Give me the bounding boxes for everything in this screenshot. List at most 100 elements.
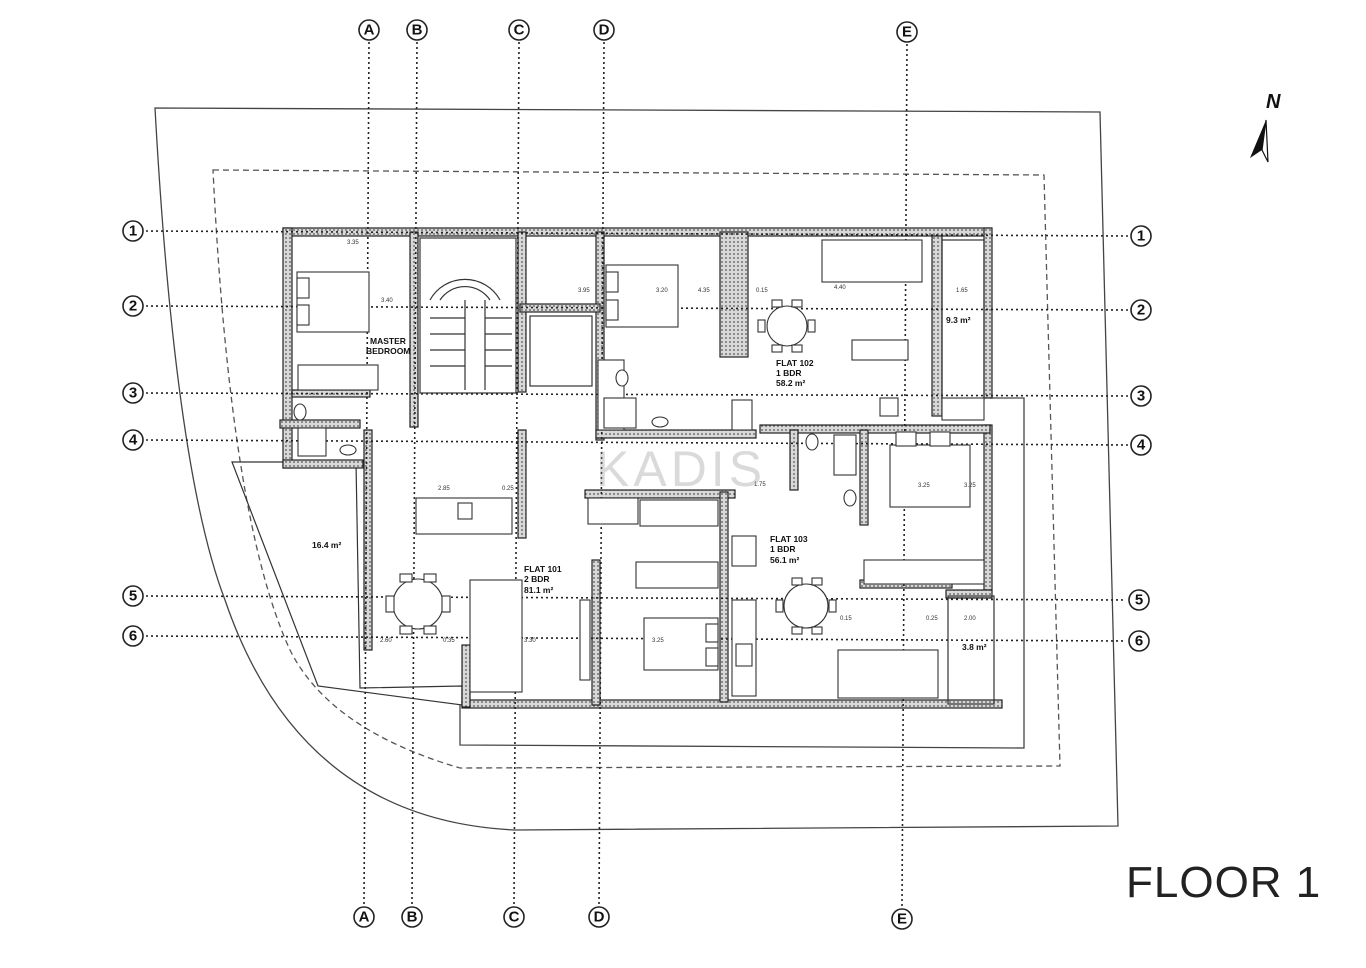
axis-bubble-a-bottom: A bbox=[353, 906, 375, 928]
flat103-wardrobe bbox=[863, 559, 985, 585]
dimension-label: 0.15 bbox=[840, 616, 852, 622]
flat102-sink bbox=[651, 416, 669, 428]
flat101-wardrobe-2 bbox=[587, 497, 639, 525]
flat102-kitchen-counter bbox=[851, 339, 909, 361]
svg-text:5: 5 bbox=[129, 588, 137, 605]
north-arrow-icon: N bbox=[1250, 91, 1281, 163]
axis-bubble-1-right: 1 bbox=[1130, 225, 1152, 247]
svg-text:3: 3 bbox=[1137, 388, 1145, 405]
svg-text:D: D bbox=[599, 22, 610, 39]
dimension-label: 0.25 bbox=[926, 616, 938, 622]
watermark: KADIS bbox=[596, 441, 767, 497]
dimension-label: 2.60 bbox=[380, 638, 392, 644]
north-label: N bbox=[1266, 91, 1281, 113]
flat101-hob bbox=[457, 502, 473, 520]
svg-text:A: A bbox=[364, 22, 375, 39]
flat101-name: FLAT 101 bbox=[524, 564, 562, 574]
dimension-label: 3.20 bbox=[656, 288, 668, 294]
room-label-master-2: BEDROOM bbox=[366, 346, 410, 356]
axis-bubble-e-bottom: E bbox=[891, 908, 913, 930]
flat102-veranda-unit bbox=[941, 397, 985, 421]
axis-bubble-6-left: 6 bbox=[122, 625, 144, 647]
axis-bubble-2-left: 2 bbox=[122, 295, 144, 317]
flat103-bed bbox=[889, 431, 971, 508]
axis-bubble-3-left: 3 bbox=[122, 382, 144, 404]
dimension-label: 3.95 bbox=[578, 288, 590, 294]
room-label-master-1: MASTER bbox=[370, 336, 406, 346]
axis-bubble-d-bottom: D bbox=[588, 906, 610, 928]
axis-bubble-5-left: 5 bbox=[122, 585, 144, 607]
master-wardrobe bbox=[297, 364, 379, 391]
axis-bubble-c-bottom: C bbox=[503, 906, 525, 928]
flat101-dining-table bbox=[385, 573, 451, 635]
axis-bubble-4-right: 4 bbox=[1130, 434, 1152, 456]
axis-bubble-b-bottom: B bbox=[401, 906, 423, 928]
flat103-type: 1 BDR bbox=[770, 544, 796, 554]
svg-text:1: 1 bbox=[1137, 228, 1145, 245]
west-veranda-area: 16.4 m² bbox=[312, 540, 341, 550]
axis-bubble-b-top: B bbox=[406, 19, 428, 41]
svg-text:C: C bbox=[514, 22, 525, 39]
terrace-outline bbox=[459, 397, 1025, 749]
svg-text:A: A bbox=[359, 909, 370, 926]
flat102-dining-table bbox=[757, 299, 816, 353]
dimension-label: 3.25 bbox=[964, 483, 976, 489]
ne-veranda-area: 9.3 m² bbox=[946, 315, 971, 325]
axis-bubble-5-right: 5 bbox=[1128, 589, 1150, 611]
svg-text:4: 4 bbox=[129, 432, 138, 449]
axis-bubble-a-top: A bbox=[358, 19, 380, 41]
svg-text:6: 6 bbox=[1135, 633, 1143, 650]
master-ensuite-sink bbox=[339, 444, 357, 456]
dimension-label: 3.40 bbox=[381, 298, 393, 304]
flat102-store bbox=[731, 399, 753, 431]
dimension-labels: 3.35 3.40 2.85 0.25 2.60 0.35 3.30 3.25 … bbox=[347, 240, 976, 644]
flat102-shower bbox=[603, 397, 637, 429]
dimension-label: 3.25 bbox=[918, 483, 930, 489]
flat101-wardrobe bbox=[635, 561, 719, 589]
flat103-sink bbox=[843, 489, 857, 507]
svg-text:C: C bbox=[509, 909, 520, 926]
axis-bubble-4-left: 4 bbox=[122, 429, 144, 451]
staircase bbox=[419, 237, 517, 394]
master-bed bbox=[296, 271, 370, 333]
dimension-label: 1.65 bbox=[956, 288, 968, 294]
flat103-veranda bbox=[947, 595, 995, 705]
dimension-label: 2.00 bbox=[964, 616, 976, 622]
axis-bubble-3-right: 3 bbox=[1130, 385, 1152, 407]
axis-bubble-6-right: 6 bbox=[1128, 630, 1150, 652]
axis-bubble-2-right: 2 bbox=[1130, 299, 1152, 321]
master-ensuite-toilet bbox=[293, 403, 307, 421]
dimension-label: 4.35 bbox=[698, 288, 710, 294]
svg-text:B: B bbox=[412, 22, 423, 39]
flat101-bath-fixtures bbox=[639, 499, 719, 527]
flat103-area: 56.1 m² bbox=[770, 555, 799, 565]
flat103-sofa bbox=[837, 649, 939, 699]
se-veranda-area: 3.8 m² bbox=[962, 642, 987, 652]
flat102-sofa bbox=[821, 239, 923, 283]
dimension-label: 3.25 bbox=[652, 638, 664, 644]
dimension-label: 0.35 bbox=[443, 638, 455, 644]
dimension-label: 0.25 bbox=[502, 486, 514, 492]
flat103-shower bbox=[833, 434, 857, 476]
svg-text:E: E bbox=[902, 24, 912, 41]
flat101-sofa bbox=[469, 579, 523, 693]
axis-bubble-1-left: 1 bbox=[122, 220, 144, 242]
svg-text:1: 1 bbox=[129, 223, 137, 240]
flat103-dining-table bbox=[775, 577, 837, 635]
dimension-label: 2.85 bbox=[438, 486, 450, 492]
flat103-store bbox=[731, 535, 757, 567]
dimension-label: 1.75 bbox=[754, 482, 766, 488]
dimension-label: 3.35 bbox=[347, 240, 359, 246]
dimension-label: 4.40 bbox=[834, 285, 846, 291]
setback-line bbox=[212, 169, 1061, 769]
flat102-hob bbox=[879, 397, 899, 417]
master-ensuite-shower bbox=[297, 427, 327, 457]
flat101-area: 81.1 m² bbox=[524, 585, 553, 595]
flat102-name: FLAT 102 bbox=[776, 358, 814, 368]
dimension-label: 3.30 bbox=[524, 638, 536, 644]
flat101-tv-unit bbox=[579, 599, 591, 681]
page-title: FLOOR 1 bbox=[1126, 858, 1322, 907]
flat103-name: FLAT 103 bbox=[770, 534, 808, 544]
axis-bubble-e-top: E bbox=[896, 21, 918, 43]
